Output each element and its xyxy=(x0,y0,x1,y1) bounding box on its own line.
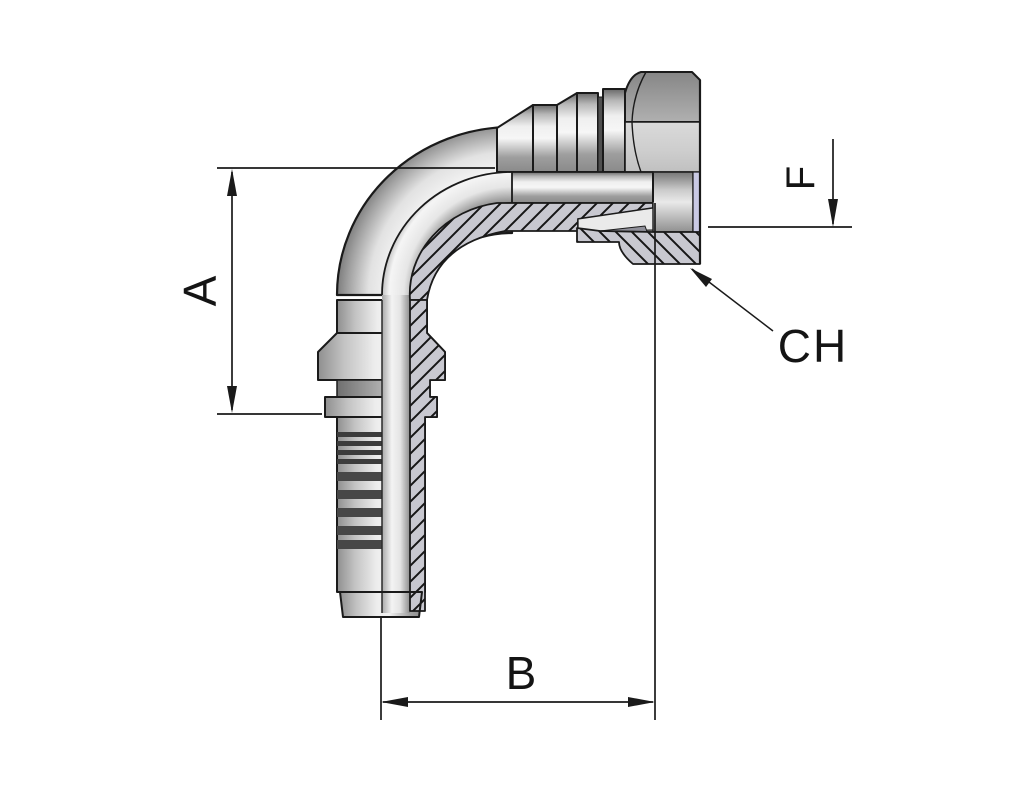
nut-section-hatch xyxy=(576,227,701,265)
dimension-labels: A B F CH xyxy=(174,166,848,699)
dim-b-arrow-right xyxy=(628,697,655,707)
tube-taper-1 xyxy=(496,104,534,173)
nut-hex-corner-arc xyxy=(631,71,647,173)
tube-taper-2 xyxy=(556,92,578,173)
dim-label-ch: CH xyxy=(778,320,848,372)
shank-section-hatch xyxy=(409,299,446,612)
ferrule-ring-2 xyxy=(602,88,626,173)
dim-ch-arrow xyxy=(690,268,712,287)
dim-f-arrow-down xyxy=(828,199,838,227)
dimensions xyxy=(217,139,852,720)
bore-band xyxy=(382,293,410,613)
dim-a-arrow-down xyxy=(227,386,237,413)
dim-b-arrow-left xyxy=(381,697,408,707)
ferrule-ring-1 xyxy=(576,92,599,173)
dim-a-arrow-up xyxy=(227,169,237,196)
tube-land xyxy=(532,104,558,173)
nut-cone-bore xyxy=(652,171,694,233)
fitting-body xyxy=(317,71,702,618)
dim-label-a: A xyxy=(174,275,226,306)
nut-front-facet xyxy=(624,121,701,173)
stem-tube xyxy=(511,171,654,204)
barb-ribs xyxy=(337,432,382,549)
dim-label-b: B xyxy=(506,647,537,699)
shank-tail xyxy=(339,591,423,618)
dim-label-f: F xyxy=(779,166,823,190)
